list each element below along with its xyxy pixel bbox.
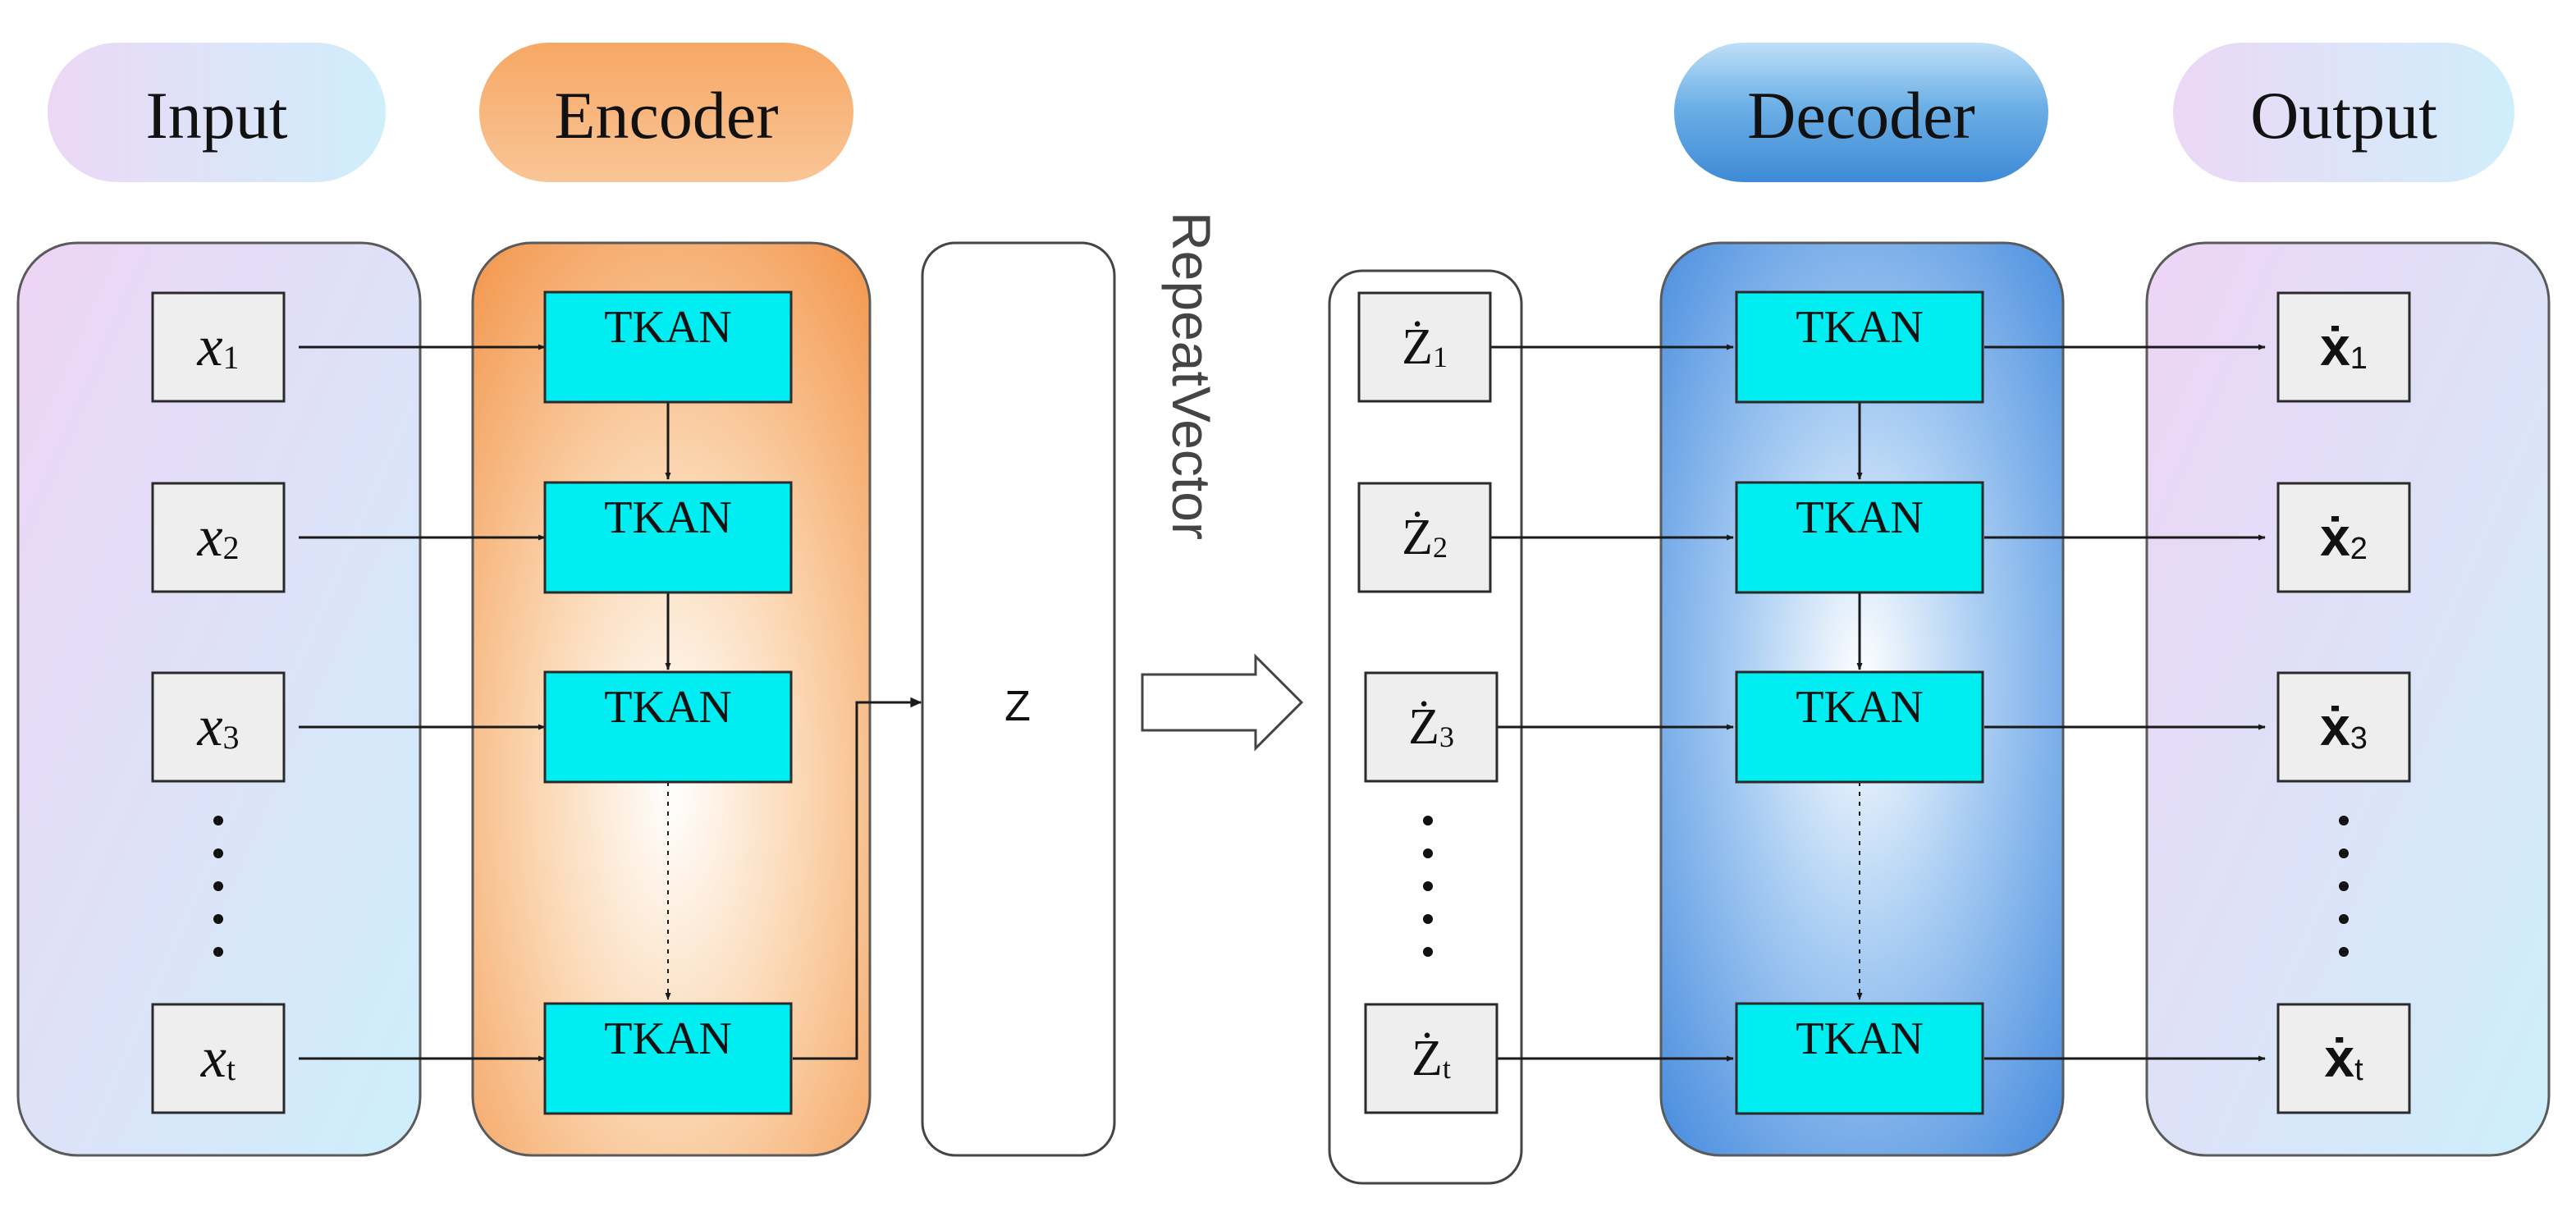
tkan-label: TKAN bbox=[604, 492, 732, 543]
input-box: x2 bbox=[151, 482, 286, 593]
tkan-label: TKAN bbox=[1796, 1013, 1924, 1064]
tkan-label: TKAN bbox=[604, 302, 732, 353]
input-box-label: x2 bbox=[196, 505, 239, 569]
decoder-input-box-label: Ż3 bbox=[1408, 699, 1454, 755]
output-header: Output bbox=[2173, 43, 2514, 182]
encoder-tkan-cell: TKAN bbox=[543, 481, 793, 594]
connectors bbox=[299, 344, 2266, 1062]
decoder-header-label: Decoder bbox=[1747, 78, 1975, 153]
decoder-tkan-cell: TKAN bbox=[1735, 1002, 1984, 1115]
tkan-label: TKAN bbox=[604, 682, 732, 733]
input-box: x1 bbox=[151, 291, 286, 403]
output-box-label: ẋ2 bbox=[2320, 506, 2368, 567]
output-box: ẋ3 bbox=[2276, 671, 2411, 783]
decoder-input-box-label: Ż1 bbox=[1402, 319, 1448, 375]
output-box: ẋt bbox=[2276, 1003, 2411, 1114]
output-box: ẋ2 bbox=[2276, 482, 2411, 593]
decoder-tkan-cell: TKAN bbox=[1735, 481, 1984, 594]
decoder-tkan-cell: TKAN bbox=[1735, 290, 1984, 404]
encoder-to-latent-arrow bbox=[793, 697, 922, 1060]
input-header: Input bbox=[48, 43, 386, 182]
encoder-tkan-cell: TKAN bbox=[543, 290, 793, 404]
input-box-label: x3 bbox=[196, 695, 239, 758]
decoder-header: Decoder bbox=[1674, 43, 2048, 182]
tkan-label: TKAN bbox=[1796, 682, 1924, 733]
tkan-label: TKAN bbox=[604, 1013, 732, 1064]
decoder-input-box: Ż3 bbox=[1364, 671, 1498, 783]
output-box-label: ẋt bbox=[2324, 1027, 2363, 1088]
repeat-arrow bbox=[1141, 653, 1304, 752]
output-box-label: ẋ3 bbox=[2320, 696, 2368, 757]
decoder-input-box: Żt bbox=[1364, 1003, 1498, 1114]
encoder-header: Encoder bbox=[479, 43, 853, 182]
latent-panel bbox=[921, 241, 1116, 1157]
repeat-vector-label: RepeatVector bbox=[1161, 212, 1222, 540]
output-header-label: Output bbox=[2250, 78, 2437, 153]
encoder-tkan-cell: TKAN bbox=[543, 1002, 793, 1115]
input-header-label: Input bbox=[145, 78, 287, 153]
output-boxes: ẋ1 ẋ2 ẋ3 ẋt bbox=[2276, 291, 2411, 1114]
tkan-label: TKAN bbox=[1796, 492, 1924, 543]
decoder-input-box-label: Ż2 bbox=[1402, 510, 1448, 565]
input-box-label: xt bbox=[200, 1027, 236, 1090]
decoder-input-box: Ż1 bbox=[1357, 291, 1492, 403]
output-ellipsis bbox=[2339, 816, 2349, 957]
tkan-label: TKAN bbox=[1796, 302, 1924, 353]
input-box: x3 bbox=[151, 671, 286, 783]
input-ellipsis bbox=[213, 816, 223, 957]
output-box-label: ẋ1 bbox=[2320, 316, 2368, 377]
encoder-header-label: Encoder bbox=[554, 78, 778, 153]
input-boxes: x1 x2 x3 xt bbox=[151, 291, 286, 1114]
decoder-input-ellipsis bbox=[1423, 816, 1433, 957]
latent-label: Z bbox=[1004, 683, 1031, 730]
decoder-tkan-cell: TKAN bbox=[1735, 670, 1984, 784]
encoder-tkan-cell: TKAN bbox=[543, 670, 793, 784]
tkan-cells: TKAN TKAN TKAN TKAN TKAN TKAN TKAN TKAN bbox=[543, 290, 1984, 1115]
decoder-input-box: Ż2 bbox=[1357, 482, 1492, 593]
decoder-input-box-label: Żt bbox=[1412, 1031, 1451, 1086]
output-box: ẋ1 bbox=[2276, 291, 2411, 403]
input-box-label: x1 bbox=[196, 315, 239, 378]
input-box: xt bbox=[151, 1003, 286, 1114]
